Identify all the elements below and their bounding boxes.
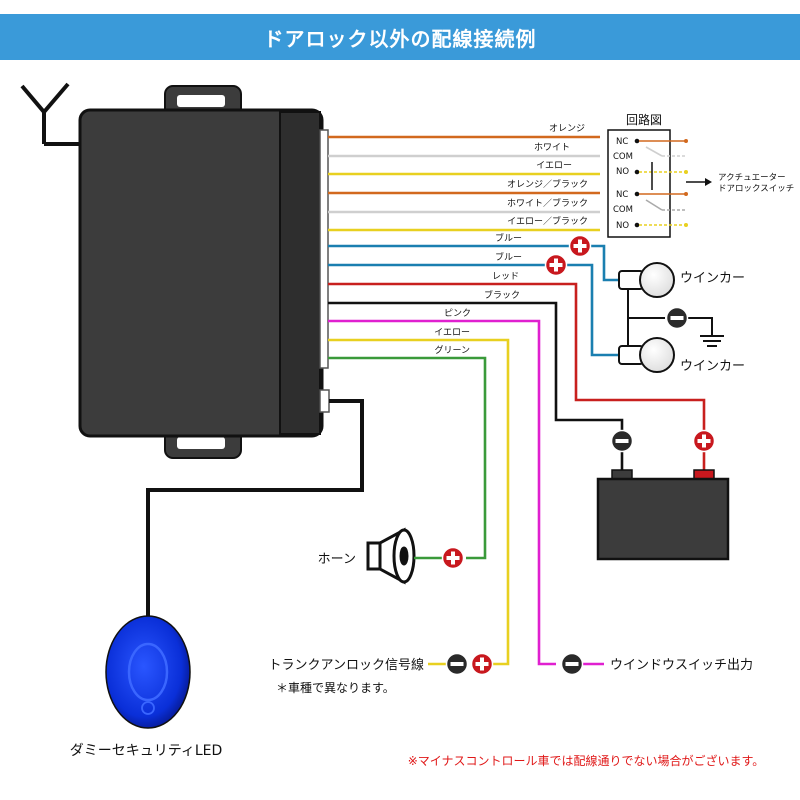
trunk-note: ＊車種で異なります。	[276, 681, 395, 695]
arrow-right-icon	[686, 178, 712, 186]
wire-green	[328, 356, 487, 560]
circuit-nc-1: NC	[616, 137, 628, 147]
wire-blue-2	[328, 263, 620, 357]
minus-icon	[665, 306, 689, 330]
battery-icon	[596, 469, 730, 561]
circuit-com-1: COM	[613, 152, 633, 162]
wire-blue-1	[328, 244, 620, 282]
plus-icon	[692, 429, 716, 453]
minus-icon	[560, 652, 584, 676]
page-title: ドアロック以外の配線接続例	[263, 26, 537, 51]
control-unit	[78, 85, 330, 459]
wire-label-black: ブラック	[484, 289, 520, 301]
wire-label-blue-1: ブルー	[495, 232, 522, 244]
bulb-icon-bottom	[618, 337, 675, 373]
circuit-diagram: 回路図 NC COM NO NC COM NO	[607, 112, 794, 238]
minus-icon	[445, 652, 469, 676]
dummy-led-icon	[105, 615, 191, 729]
wire-label-blue-2: ブルー	[495, 251, 522, 263]
plus-icon	[544, 253, 568, 277]
wire-label-red: レッド	[492, 272, 519, 282]
wire-label-yellow-2: イエロー	[434, 328, 470, 338]
actuator-label-2: ドアロックスイッチ	[718, 184, 794, 194]
circuit-no-1: NO	[616, 167, 629, 177]
wire-label-green: グリーン	[434, 344, 470, 356]
dummy-led-label: ダミーセキュリティLED	[70, 743, 223, 759]
wire-label-orange: オレンジ	[549, 123, 585, 134]
wire-label-orange-black: オレンジ／ブラック	[507, 178, 588, 190]
plus-icon	[568, 234, 592, 258]
winker-label-top: ウインカー	[680, 271, 745, 286]
winker-label-bottom: ウインカー	[680, 359, 745, 374]
antenna-icon	[20, 82, 84, 146]
wire-pink	[328, 319, 556, 666]
circuit-no-2: NO	[616, 221, 629, 231]
window-label: ウインドウスイッチ出力	[610, 658, 753, 673]
wire-red	[328, 282, 706, 470]
wire-label-yellow-black: イエロー／ブラック	[507, 215, 588, 227]
circuit-nc-2: NC	[616, 190, 628, 200]
wire-black	[328, 301, 624, 470]
bulb-icon-top	[618, 262, 675, 298]
title-banner: ドアロック以外の配線接続例	[0, 14, 800, 60]
wire-label-white: ホワイト	[534, 142, 570, 153]
plus-icon	[441, 546, 465, 570]
horn-icon	[366, 527, 416, 585]
plus-icon	[470, 652, 494, 676]
wire-led	[146, 399, 364, 620]
wire-yellow-2	[328, 338, 510, 666]
trunk-label: トランクアンロック信号線	[269, 657, 424, 673]
footnote: ※マイナスコントロール車では配線通りでない場合がございます。	[408, 753, 765, 768]
circuit-title: 回路図	[626, 112, 662, 127]
wire-label-yellow: イエロー	[536, 161, 572, 171]
actuator-label-1: アクチュエーター	[718, 173, 786, 183]
circuit-com-2: COM	[613, 205, 633, 215]
wire-label-pink: ピンク	[444, 308, 471, 319]
minus-icon	[610, 429, 634, 453]
wire-label-white-black: ホワイト／ブラック	[507, 197, 588, 209]
horn-label: ホーン	[318, 552, 356, 567]
